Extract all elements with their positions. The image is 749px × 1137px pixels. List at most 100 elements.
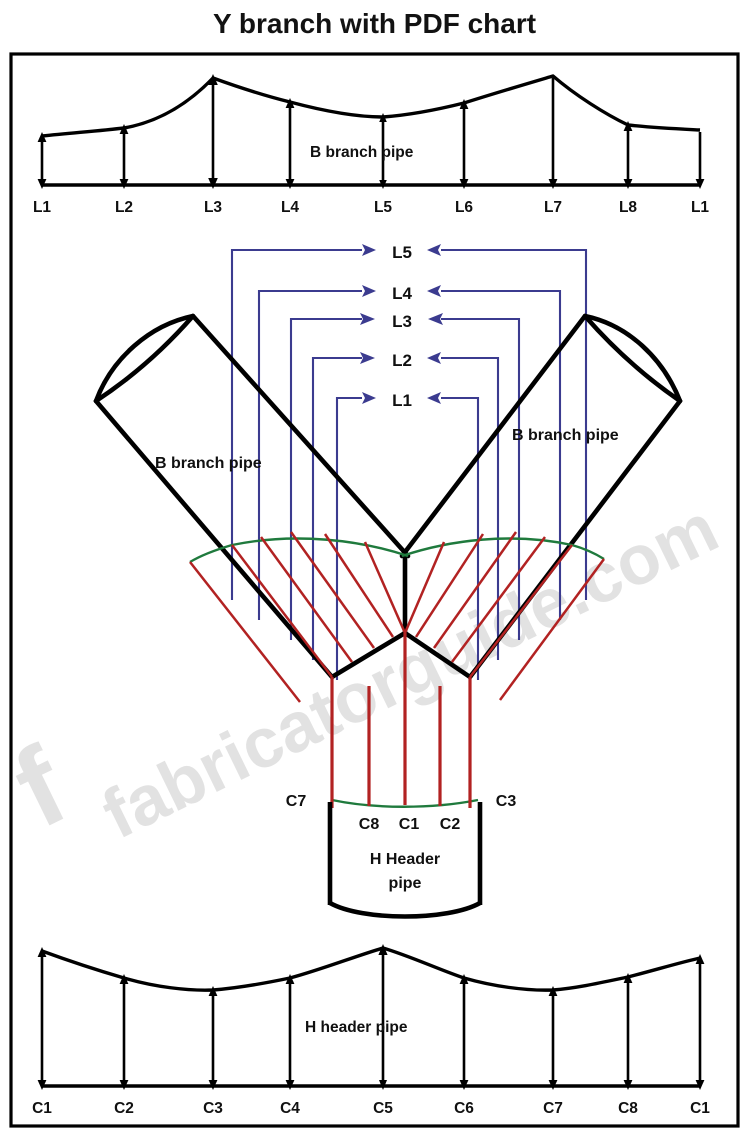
bottom-ordinate-C1-right	[695, 954, 705, 1090]
saddle-curve-left	[189, 537, 409, 564]
top-ordinate-L7	[548, 78, 558, 189]
top-branch-development-chart: B branch pipe L1 L2 L3 L4 L5 L6 L7 L8 L1	[33, 74, 709, 216]
leader-arrowheads-left	[360, 244, 376, 404]
red-line-left-0	[189, 561, 301, 703]
right-pipe-top-edge	[399, 313, 588, 559]
bottom-tick-label-2: C3	[203, 1100, 223, 1117]
red-line-right-0	[498, 558, 606, 701]
leader-arrow-right-L1	[427, 392, 441, 404]
red-generatrix-left	[189, 531, 407, 703]
header-shoulder-right	[402, 630, 473, 680]
header-label-C1: C1	[399, 816, 420, 833]
header-pipe-caption-line1: H Header	[370, 851, 440, 868]
header-pipe-bottom-arc	[328, 900, 482, 919]
bottom-ordinate-C6	[459, 974, 469, 1090]
red-line-right-1	[469, 544, 573, 678]
top-tick-label-4: L5	[374, 199, 392, 216]
bottom-tick-label-3: C4	[280, 1100, 300, 1117]
leader-lines-right	[441, 248, 588, 680]
top-ordinate-L6	[459, 99, 469, 189]
red-line-left-2	[259, 536, 354, 663]
bottom-tick-label-7: C8	[618, 1100, 638, 1117]
bottom-ordinate-C5	[378, 944, 388, 1090]
leader-right-L1	[441, 396, 480, 560]
leader-left-L4	[257, 289, 362, 560]
red-line-left-1	[231, 544, 333, 678]
top-tick-label-1: L2	[115, 199, 133, 216]
left-pipe-end-front-arc	[93, 313, 196, 404]
top-chart-tick-labels: L1 L2 L3 L4 L5 L6 L7 L8 L1	[33, 199, 709, 216]
leader-right-L2	[441, 356, 500, 560]
bottom-chart-ordinates	[37, 944, 705, 1090]
bottom-header-development-chart: H header pipe C1 C2 C3 C4 C5 C6 C7 C8 C1	[32, 944, 710, 1117]
header-pipe-cylinder	[327, 802, 483, 919]
saddle-curve-right	[401, 537, 605, 561]
bottom-ordinate-C1	[37, 947, 47, 1090]
top-tick-label-7: L8	[619, 199, 637, 216]
bottom-chart-profile-curve	[41, 946, 701, 992]
leader-left-L3	[289, 317, 362, 560]
top-ordinate-L2	[119, 124, 129, 189]
bottom-ordinate-C3	[208, 986, 218, 1090]
leader-label-L3: L3	[392, 312, 412, 331]
leader-lines-left	[230, 248, 362, 680]
page-title: Y branch with PDF chart	[212, 8, 537, 39]
leader-left-L1	[335, 396, 362, 560]
bottom-tick-label-4: C5	[373, 1100, 393, 1117]
top-tick-label-3: L4	[281, 199, 299, 216]
leader-arrow-left-L1	[362, 392, 376, 404]
top-ordinate-L8	[623, 121, 633, 189]
red-generatrix-right	[403, 531, 606, 701]
top-ordinate-L1	[37, 132, 47, 189]
leader-arrow-left-L2	[360, 352, 375, 364]
bottom-ordinate-C4	[285, 974, 295, 1090]
top-tick-label-8: L1	[691, 199, 709, 216]
bottom-ordinate-C2	[119, 974, 129, 1090]
top-ordinate-L5	[379, 113, 387, 189]
red-line-left-4	[323, 533, 395, 638]
header-label-C2: C2	[440, 816, 461, 833]
red-line-left-3	[289, 531, 376, 649]
leader-left-L5	[230, 248, 362, 560]
leader-right-L5	[441, 248, 588, 560]
leader-arrow-left-L4	[362, 285, 376, 297]
leader-label-L2: L2	[392, 351, 412, 370]
red-line-left-5	[363, 541, 407, 634]
top-tick-label-5: L6	[455, 199, 473, 216]
top-chart-ordinates	[37, 74, 705, 189]
leader-label-L5: L5	[392, 243, 412, 262]
top-chart-caption: B branch pipe	[310, 144, 414, 161]
leader-arrow-left-L3	[360, 313, 375, 325]
header-shoulder-left	[329, 630, 408, 680]
header-point-labels: C7 C8 C1 C2 C3	[286, 793, 517, 833]
bottom-tick-label-8: C1	[690, 1100, 710, 1117]
top-ordinate-L3	[208, 74, 218, 189]
left-pipe-end-back-arc	[93, 313, 196, 404]
leader-right-L4	[441, 289, 562, 560]
bottom-ordinate-C8	[623, 973, 633, 1090]
left-branch-pipe-caption: B branch pipe	[155, 455, 262, 472]
right-branch-pipe-caption: B branch pipe	[512, 427, 619, 444]
bottom-tick-label-5: C6	[454, 1100, 474, 1117]
leader-label-group: L5 L4 L3 L2 L1	[392, 243, 412, 410]
top-tick-label-2: L3	[204, 199, 222, 216]
bottom-ordinate-C7	[548, 986, 558, 1090]
leader-right-L3	[441, 317, 521, 560]
red-line-right-2	[450, 536, 547, 663]
header-pipe-caption-line2: pipe	[389, 875, 422, 892]
top-ordinate-L1-right	[695, 132, 705, 189]
saddle-curve-header	[331, 798, 479, 808]
left-pipe-bottom-edge	[93, 398, 335, 680]
leader-arrow-right-L4	[427, 285, 441, 297]
leader-arrow-left-L5	[362, 244, 376, 256]
top-ordinate-L4	[285, 98, 295, 189]
bottom-chart-caption: H header pipe	[305, 1019, 408, 1036]
bottom-tick-label-0: C1	[32, 1100, 52, 1117]
top-tick-label-0: L1	[33, 199, 51, 216]
header-label-C3: C3	[496, 793, 517, 810]
leader-label-L1: L1	[392, 391, 412, 410]
bottom-chart-tick-labels: C1 C2 C3 C4 C5 C6 C7 C8 C1	[32, 1100, 710, 1117]
bottom-tick-label-6: C7	[543, 1100, 563, 1117]
